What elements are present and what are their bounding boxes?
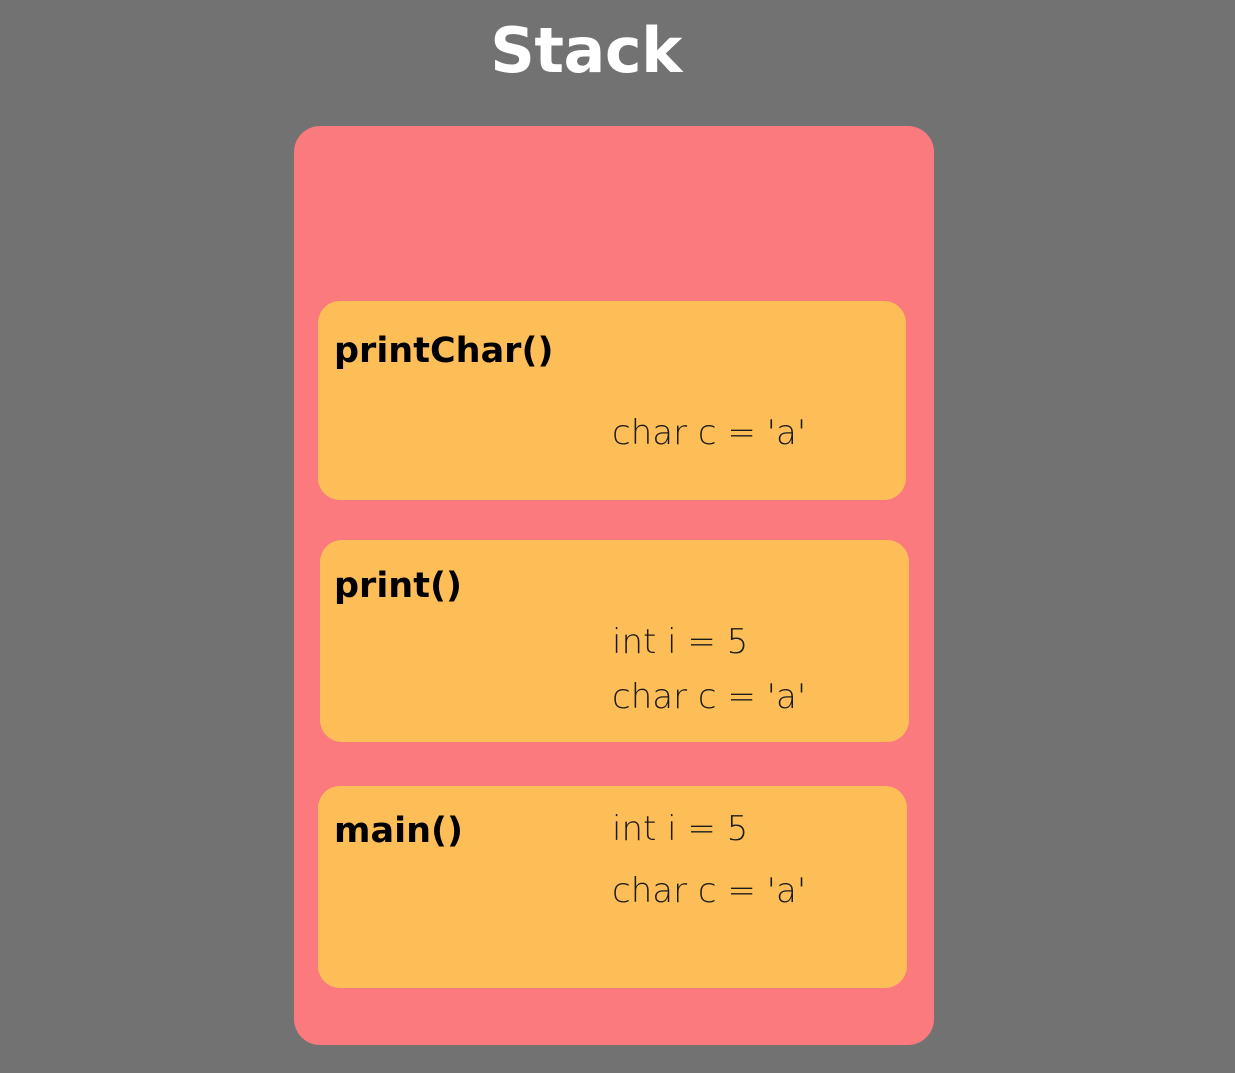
stack-frame-printchar: printChar() char c = 'a' — [318, 301, 906, 500]
frame-variable: int i = 5 — [612, 809, 749, 849]
frame-function-name: printChar() — [334, 331, 554, 371]
frame-variable: char c = 'a' — [612, 677, 807, 717]
frame-variable: char c = 'a' — [612, 871, 807, 911]
stack-container: printChar() char c = 'a' print() int i =… — [294, 126, 934, 1045]
frame-variable-list: int i = 5 char c = 'a' — [612, 625, 806, 714]
frame-variable: char c = 'a' — [612, 413, 807, 453]
frame-variable: int i = 5 — [612, 622, 749, 662]
page-title: Stack — [490, 14, 682, 87]
stack-frame-print: print() int i = 5 char c = 'a' — [320, 540, 909, 742]
frame-function-name: main() — [334, 811, 463, 851]
frame-variable-list: char c = 'a' — [612, 416, 806, 450]
frame-variable-list: int i = 5 char c = 'a' — [612, 812, 806, 908]
frame-function-name: print() — [334, 566, 462, 606]
stack-frame-main: main() int i = 5 char c = 'a' — [318, 786, 907, 988]
